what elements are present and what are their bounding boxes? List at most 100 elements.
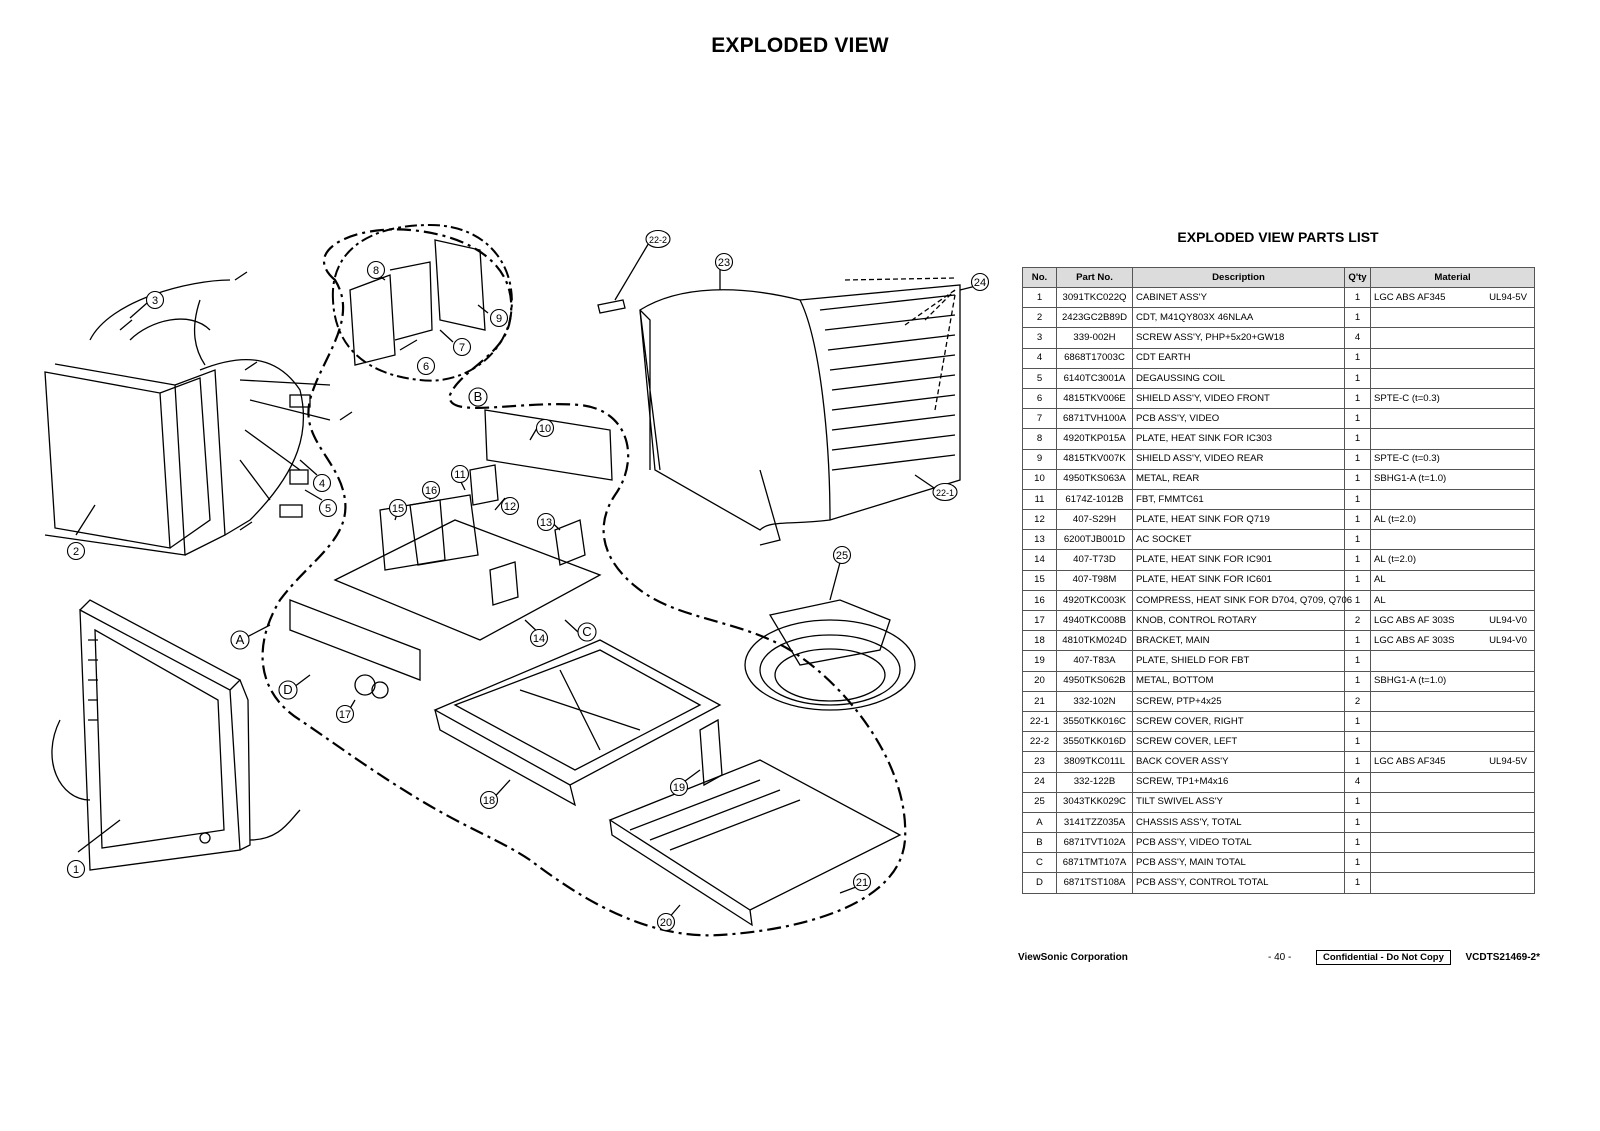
callout-7: 7 <box>452 337 472 357</box>
cell-qty: 1 <box>1344 650 1371 672</box>
callout-25: 25 <box>832 545 852 565</box>
material-name: AL (t=2.0) <box>1374 554 1417 566</box>
material-name: SBHG1-A (t=1.0) <box>1374 473 1447 485</box>
cell-description: SHIELD ASS'Y, VIDEO REAR <box>1132 448 1345 470</box>
cell-description: SCREW COVER, RIGHT <box>1132 710 1345 733</box>
callout-label: 21 <box>856 877 868 889</box>
cell-part-no: 4920TKC003K <box>1056 589 1133 612</box>
cell-material <box>1370 832 1535 854</box>
cell-part-no: 4940TKC008B <box>1056 609 1133 632</box>
cell-no: C <box>1022 852 1057 874</box>
footer-page-number: - 40 - <box>1268 952 1292 963</box>
cell-part-no: 3550TKK016D <box>1056 731 1133 753</box>
material-rating: UL94-V0 <box>1489 614 1527 626</box>
cell-no: 18 <box>1022 630 1057 652</box>
cell-material <box>1370 428 1535 450</box>
cell-qty: 1 <box>1344 670 1371 692</box>
cell-qty: 1 <box>1344 468 1371 490</box>
control-pcb-drawing <box>289 599 421 699</box>
cell-qty: 1 <box>1344 509 1371 531</box>
cell-description: PLATE, HEAT SINK FOR IC901 <box>1132 549 1345 571</box>
callout-label: 11 <box>454 469 465 481</box>
cell-description: BRACKET, MAIN <box>1132 630 1345 652</box>
cell-material <box>1370 488 1535 511</box>
callout-1: 1 <box>66 859 86 879</box>
cell-material <box>1370 872 1535 894</box>
cell-part-no: 407-T83A <box>1056 650 1133 672</box>
cell-description: FBT, FMMTC61 <box>1132 488 1345 511</box>
parts-list-title: EXPLODED VIEW PARTS LIST <box>1177 229 1379 245</box>
cell-part-no: 3141TZZ035A <box>1056 811 1133 834</box>
video-pcb-drawing <box>331 223 513 382</box>
material-rating: UL94-5V <box>1489 756 1527 768</box>
cell-qty: 4 <box>1344 327 1371 349</box>
cell-description: PLATE, HEAT SINK FOR Q719 <box>1132 509 1345 531</box>
material-name: SPTE-C (t=0.3) <box>1374 392 1440 404</box>
callout-label: C <box>582 624 591 639</box>
cell-no: B <box>1022 832 1057 854</box>
cell-description: AC SOCKET <box>1132 529 1345 551</box>
callout-5: 5 <box>318 498 338 518</box>
cell-description: METAL, REAR <box>1132 468 1345 490</box>
cell-qty: 1 <box>1344 549 1371 571</box>
callout-label: 20 <box>660 917 672 929</box>
cell-part-no: 6868T17003C <box>1056 347 1133 369</box>
callout-9: 9 <box>489 308 509 328</box>
cell-qty: 1 <box>1344 428 1371 450</box>
callout-label: 10 <box>539 423 551 435</box>
shield-plate-drawing <box>699 718 723 787</box>
cell-part-no: 6871TVT102A <box>1056 832 1133 854</box>
material-name: SBHG1-A (t=1.0) <box>1374 675 1447 687</box>
callout-10: 10 <box>535 418 555 438</box>
callout-label: 2 <box>73 546 79 558</box>
callout-label: 22-1 <box>936 488 954 498</box>
tilt-swivel-drawing <box>744 599 916 711</box>
cell-description: PCB ASS'Y, MAIN TOTAL <box>1132 852 1345 874</box>
cell-no: 5 <box>1022 367 1057 389</box>
cell-no: 24 <box>1022 771 1057 793</box>
cell-qty: 1 <box>1344 529 1371 551</box>
cell-part-no: 3043TKK029C <box>1056 791 1133 813</box>
cell-no: 21 <box>1022 690 1057 712</box>
parts-list-table: No. Part No. Description Q'ty Material 1… <box>1022 267 1535 894</box>
cell-material <box>1370 307 1535 329</box>
cell-qty: 2 <box>1344 690 1371 712</box>
callout-23: 23 <box>714 252 734 272</box>
cell-no: 22-2 <box>1022 731 1057 753</box>
callout-b: B <box>468 387 488 407</box>
callout-6: 6 <box>416 356 436 376</box>
material-rating: UL94-V0 <box>1489 634 1527 646</box>
screws-24 <box>844 277 956 411</box>
header-material: Material <box>1370 267 1535 288</box>
callout-15: 15 <box>388 498 408 518</box>
material-name: LGC ABS AF 303S <box>1374 634 1455 646</box>
cell-no: 20 <box>1022 670 1057 692</box>
cell-description: DEGAUSSING COIL <box>1132 367 1345 389</box>
cell-description: TILT SWIVEL ASS'Y <box>1132 791 1345 813</box>
material-name: AL (t=2.0) <box>1374 513 1417 525</box>
callout-8: 8 <box>366 260 386 280</box>
callout-22-1: 22-1 <box>932 482 958 502</box>
cell-no: 2 <box>1022 307 1057 329</box>
cell-material <box>1370 529 1535 551</box>
cell-material: SPTE-C (t=0.3) <box>1370 448 1535 470</box>
cell-no: 6 <box>1022 387 1057 410</box>
material-name: SPTE-C (t=0.3) <box>1374 453 1440 465</box>
callout-label: 4 <box>319 478 325 490</box>
cell-no: 19 <box>1022 650 1057 672</box>
header-part-no: Part No. <box>1056 267 1133 288</box>
cell-no: 7 <box>1022 408 1057 430</box>
